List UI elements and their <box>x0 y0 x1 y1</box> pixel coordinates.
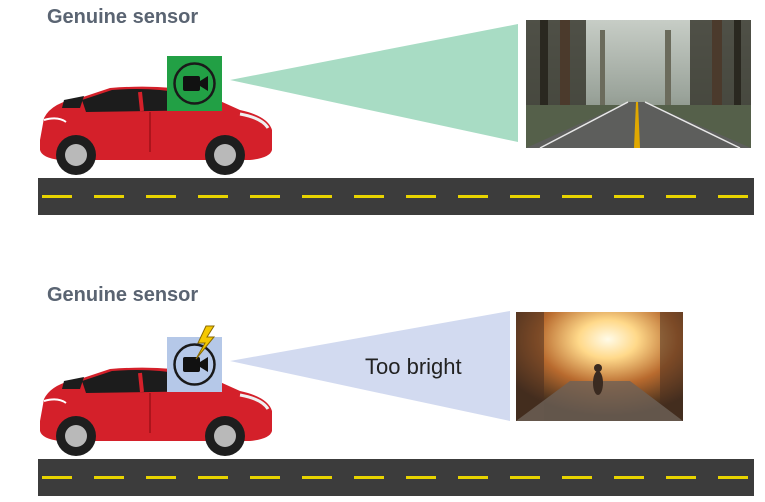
sensor <box>167 56 222 111</box>
sensor <box>167 326 222 392</box>
sensor-field-of-view <box>230 24 518 142</box>
scenario-illustration: Too bright <box>0 251 765 502</box>
scenario-normal: Genuine sensor <box>0 0 765 251</box>
car-icon <box>40 87 272 175</box>
road <box>38 178 754 215</box>
car-icon <box>40 368 272 456</box>
camera-view-image <box>516 312 683 421</box>
road <box>38 459 754 496</box>
scenario-illustration <box>0 0 765 251</box>
camera-view-image <box>526 20 751 148</box>
status-caption: Too bright <box>365 354 462 379</box>
scenario-glare: Genuine sensor Too bright <box>0 251 765 502</box>
